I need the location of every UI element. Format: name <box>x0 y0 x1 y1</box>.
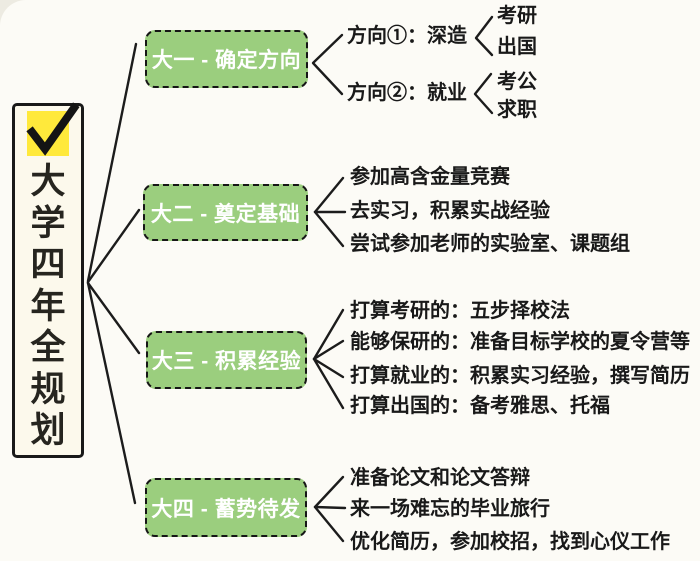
branch-line <box>313 210 345 248</box>
root-title-char: 学 <box>30 203 66 243</box>
node-year4: 大四 - 蓄势待发 <box>145 478 307 537</box>
branch-label: 去实习，积累实战经验 <box>350 200 550 222</box>
connector-line <box>86 281 137 505</box>
leaf-label: 考公 <box>497 71 537 93</box>
branch-label-direction2: 方向②：就业 <box>347 82 467 104</box>
leaf-label: 考研 <box>497 5 537 27</box>
branch-line <box>311 33 344 96</box>
leaf-label: 出国 <box>497 36 537 58</box>
branch-line <box>312 357 345 410</box>
branch-line <box>474 15 494 57</box>
branch-line <box>313 475 345 509</box>
root-title: 大 学 四 年 全 规 划 <box>12 161 84 452</box>
connector-line <box>86 281 141 355</box>
branch-label-direction1: 方向①：深造 <box>347 25 467 47</box>
checkmark-icon <box>26 102 80 156</box>
branch-line <box>312 357 345 379</box>
node-year1: 大一 - 确定方向 <box>145 30 308 88</box>
branch-label: 准备论文和论文答辩 <box>350 467 530 489</box>
root-title-char: 全 <box>30 328 66 367</box>
connector-line <box>86 42 138 283</box>
root-title-char: 四 <box>30 245 66 284</box>
root-title-char: 规 <box>30 369 66 409</box>
branch-label: 优化简历，参加校招，找到心仪工作 <box>350 531 670 553</box>
branch-label: 参加高含金量竞赛 <box>350 166 510 188</box>
branch-line <box>313 505 347 510</box>
node-year2: 大二 - 奠定基础 <box>143 184 308 241</box>
branch-label: 能够保研的：准备目标学校的夏令营等 <box>350 331 690 353</box>
branch-line <box>312 339 345 361</box>
connector-line <box>86 208 141 284</box>
branch-line <box>312 308 345 361</box>
root-title-char: 划 <box>30 411 66 450</box>
branch-line <box>313 505 345 543</box>
root-title-char: 年 <box>30 286 66 326</box>
leaf-label: 求职 <box>497 99 537 121</box>
node-year3: 大三 - 积累经验 <box>146 331 307 389</box>
branch-line <box>313 176 345 214</box>
branch-line <box>473 72 494 115</box>
branch-label: 打算就业的：积累实习经验，撰写简历 <box>350 365 690 387</box>
root-title-panel <box>12 103 84 458</box>
root-title-char: 大 <box>30 162 66 201</box>
branch-label: 尝试参加老师的实验室、课题组 <box>350 233 630 255</box>
branch-label: 来一场难忘的毕业旅行 <box>350 498 550 520</box>
branch-label: 打算出国的：备考雅思、托福 <box>350 395 610 417</box>
branch-label: 打算考研的：五步择校法 <box>350 300 570 322</box>
